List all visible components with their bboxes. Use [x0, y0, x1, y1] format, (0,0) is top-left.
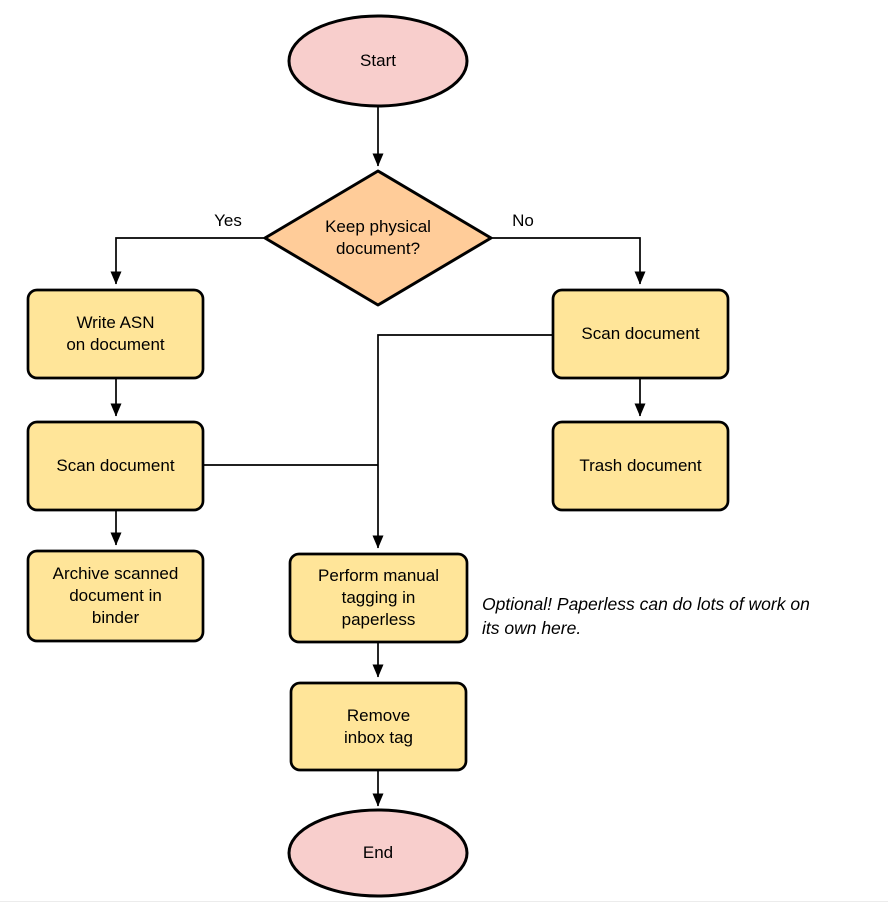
- edge-scanright-to-tagging: [372, 334, 553, 549]
- trash-node-shape: [551, 420, 730, 512]
- scan-right-node-shape: [551, 288, 730, 380]
- archive-node-shape: [26, 549, 205, 643]
- start-node-shape: [287, 14, 469, 108]
- scan-left-node-shape: [26, 420, 205, 512]
- edge-label-yes: Yes: [214, 211, 242, 230]
- edge-decision-no: [492, 237, 646, 285]
- end-node-shape: [287, 808, 469, 898]
- bottom-hairline: [0, 901, 888, 902]
- connector-lines: [110, 106, 646, 807]
- write-asn-node-shape: [26, 288, 205, 380]
- edge-label-no: No: [512, 211, 534, 230]
- optional-note: Optional! Paperless can do lots of work …: [482, 594, 810, 639]
- tagging-node-shape: [288, 552, 469, 644]
- decision-node-shape: [263, 169, 493, 307]
- remove-inbox-node-shape: [289, 681, 468, 772]
- edge-decision-yes: [110, 237, 264, 285]
